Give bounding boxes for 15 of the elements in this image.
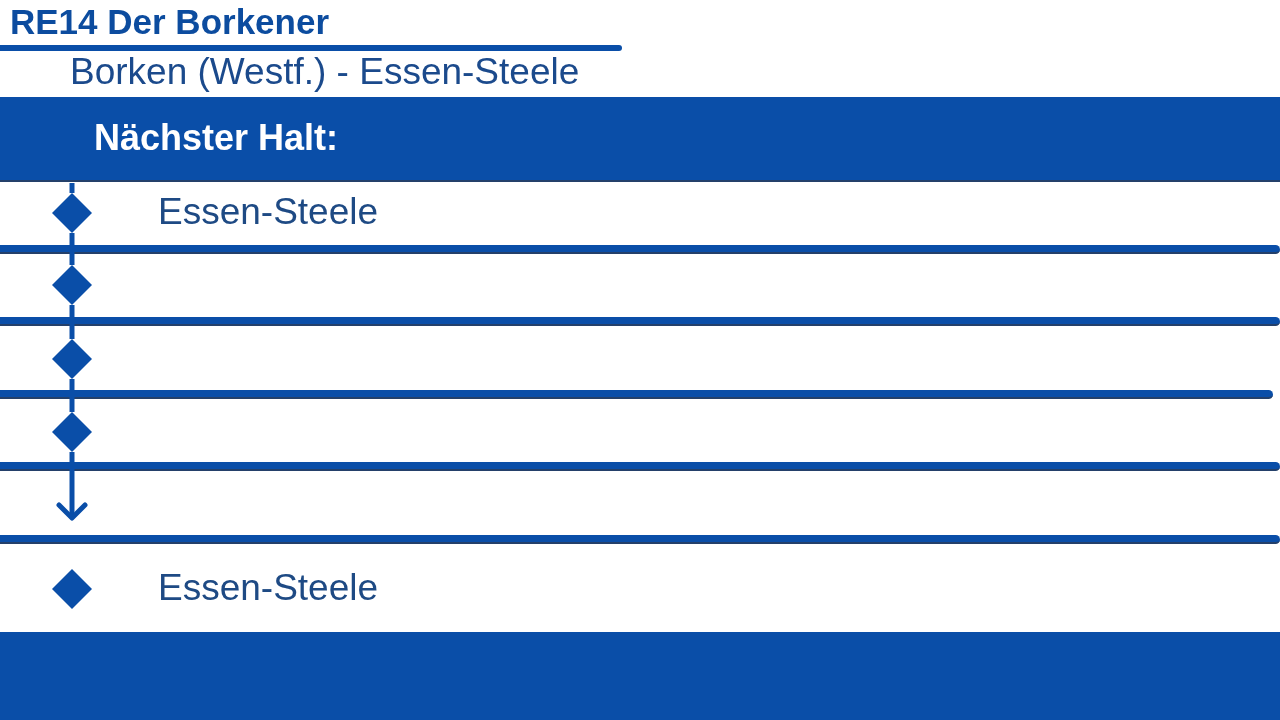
diamond-marker: [52, 193, 92, 233]
route-line: [69, 233, 75, 265]
station-name: Essen-Steele: [158, 191, 379, 234]
diamond-marker: [52, 569, 92, 609]
title: RE14 Der Borkener: [10, 2, 330, 43]
route-line: [69, 379, 75, 412]
route-arrow: [56, 452, 88, 521]
diamond-marker: [52, 412, 92, 452]
next-stop-heading: Nächster Halt:: [94, 117, 339, 159]
route-line: [69, 305, 75, 339]
route-line: [69, 183, 75, 193]
station-name: Essen-Steele: [158, 567, 379, 610]
route-subtitle: Borken (Westf.) - Essen-Steele: [70, 51, 580, 94]
diamond-marker: [52, 265, 92, 305]
diamond-marker: [52, 339, 92, 379]
